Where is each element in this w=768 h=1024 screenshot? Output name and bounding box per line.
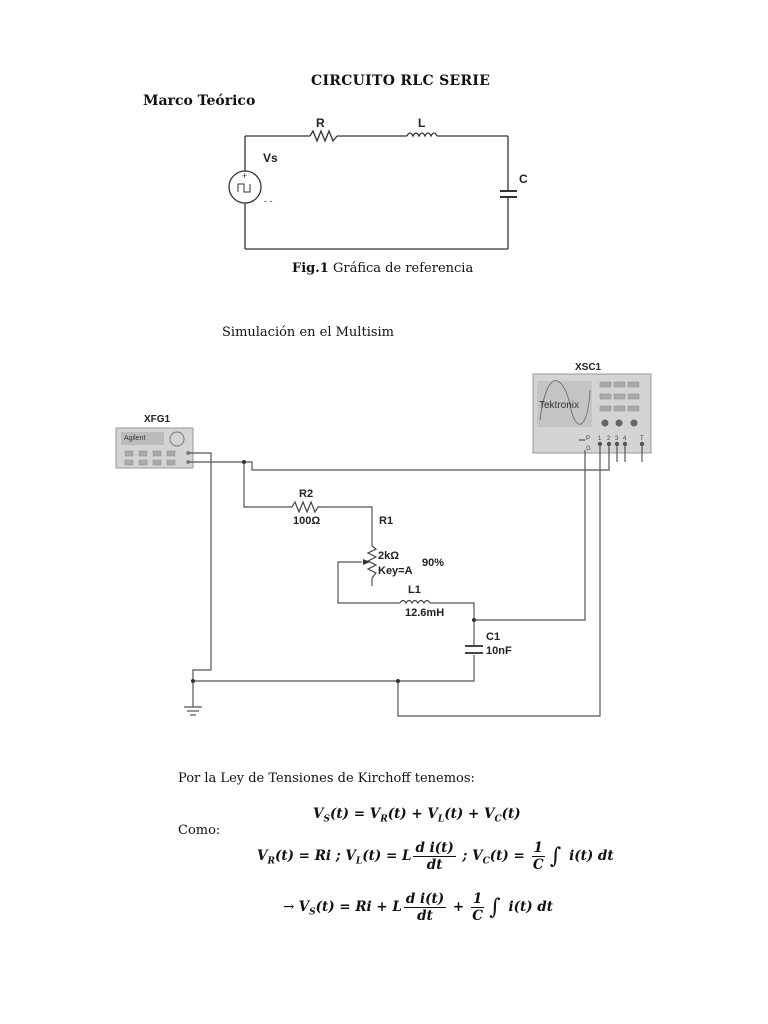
svg-text:+: +	[242, 171, 247, 181]
junction-dot	[242, 460, 246, 464]
scope-terminal-label: 1	[598, 436, 602, 442]
r1-key: Key=A	[378, 565, 413, 577]
generator-display	[121, 432, 164, 445]
scope-terminal-label: 2	[607, 436, 611, 442]
scope-terminal-label: T	[640, 436, 644, 442]
c1-capacitor[interactable]	[465, 645, 483, 654]
r1-ref: R1	[379, 515, 393, 527]
capacitor-label: C	[519, 172, 528, 186]
fraction: d i(t)dt	[403, 891, 447, 924]
junction-dot	[396, 679, 400, 683]
c1-ref: C1	[486, 631, 500, 643]
kvl-statement: Por la Ley de Tensiones de Kirchoff tene…	[178, 771, 475, 786]
voltage-source-icon	[228, 170, 262, 204]
junction-dot	[472, 618, 476, 622]
fraction: d i(t)dt	[413, 840, 456, 873]
wires	[188, 439, 643, 717]
simulation-heading: Simulación en el Multisim	[222, 325, 395, 340]
r1-value: 2kΩ	[378, 550, 399, 562]
inductor-label: L	[418, 116, 425, 130]
section-heading: Marco Teórico	[143, 93, 256, 109]
function-generator[interactable]	[115, 427, 194, 469]
como-label: Como:	[178, 823, 221, 838]
scope-terminal-label: G	[586, 446, 591, 452]
square-wave-icon	[237, 183, 251, 193]
r2-value: 100Ω	[293, 515, 320, 527]
wiper-arrow-icon	[363, 559, 370, 565]
scope-terminal-label: 3	[615, 436, 619, 442]
integral-icon: ∫	[489, 895, 501, 920]
document-title: CIRCUITO RLC SERIE	[311, 73, 491, 89]
scope-terminal-label: P	[586, 436, 590, 442]
oscilloscope[interactable]	[532, 373, 652, 454]
waveform-icon	[539, 380, 591, 425]
r1-setting: 90%	[422, 557, 444, 569]
r1-potentiometer[interactable]	[366, 545, 378, 579]
generator-knob	[169, 431, 185, 447]
reference-schematic: + - - R L C Vs	[228, 116, 528, 250]
junction-dot	[191, 679, 195, 683]
integral-icon: ∫	[549, 844, 562, 869]
scope-brand: Tektronix	[539, 400, 579, 411]
figure-label: Fig.1	[292, 261, 329, 276]
c1-value: 10nF	[486, 645, 512, 657]
l1-ref: L1	[408, 584, 421, 596]
generator-brand: Agilent	[124, 435, 145, 442]
ground-icon	[184, 706, 202, 716]
scope-terminal-label: 4	[623, 436, 627, 442]
inductor-symbol	[406, 132, 438, 138]
l1-value: 12.6mH	[405, 607, 444, 619]
r2-ref: R2	[299, 488, 313, 500]
svg-text:- -: - -	[264, 196, 273, 206]
r2-resistor[interactable]	[291, 500, 321, 514]
multisim-schematic: Agilent XFG1 Tektronix XSC1 P G 1 2 3 4 …	[115, 362, 652, 717]
resistor-symbol	[309, 129, 338, 143]
scope-ref: XSC1	[575, 362, 602, 373]
figure-caption-text: Gráfica de referencia	[332, 261, 474, 276]
generator-ref: XFG1	[144, 414, 171, 425]
equation-kvl: VS(t) = VR(t) + VL(t) + VC(t)	[313, 806, 521, 825]
figure-caption: Fig.1 Gráfica de referencia	[292, 261, 473, 276]
resistor-label: R	[316, 116, 325, 130]
source-label: Vs	[263, 151, 278, 165]
l1-inductor[interactable]	[399, 599, 431, 605]
